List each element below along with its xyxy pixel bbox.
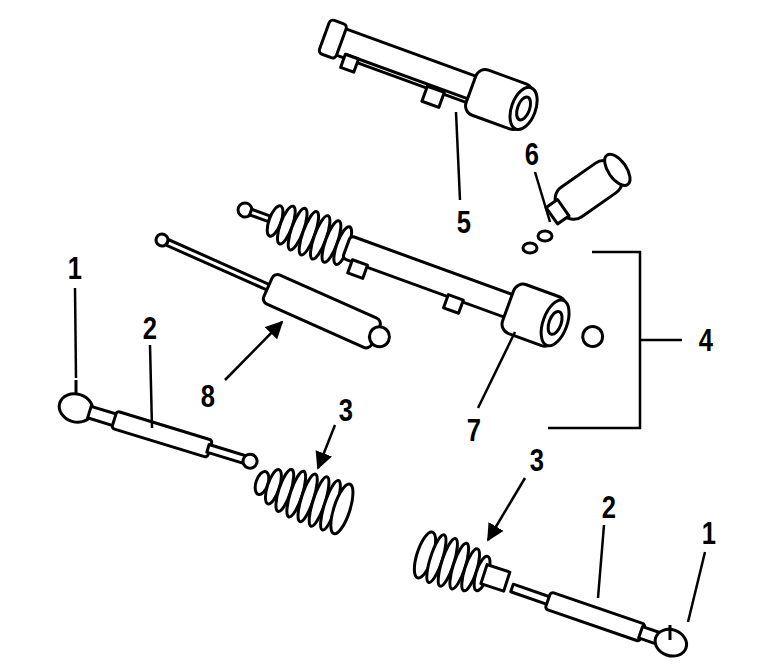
callout-number: 7 <box>467 414 481 446</box>
rack-housing <box>315 13 543 138</box>
callout-number: 8 <box>201 380 215 412</box>
callout-number: 5 <box>457 206 471 238</box>
steering-rack <box>230 183 611 364</box>
right-tie-rod <box>410 529 691 660</box>
leader-lines <box>75 112 705 622</box>
callout-number: 1 <box>702 517 716 549</box>
callout-number: 1 <box>68 252 82 284</box>
callout-number: 3 <box>339 394 353 426</box>
control-valve <box>523 150 635 253</box>
steering-damper <box>150 223 395 356</box>
callout-number: 2 <box>143 312 157 344</box>
left-tie-rod <box>56 380 358 536</box>
callout-number: 6 <box>525 138 539 170</box>
callout-number: 3 <box>530 444 544 476</box>
callout-number: 4 <box>699 324 713 356</box>
callout-number: 2 <box>602 491 616 523</box>
